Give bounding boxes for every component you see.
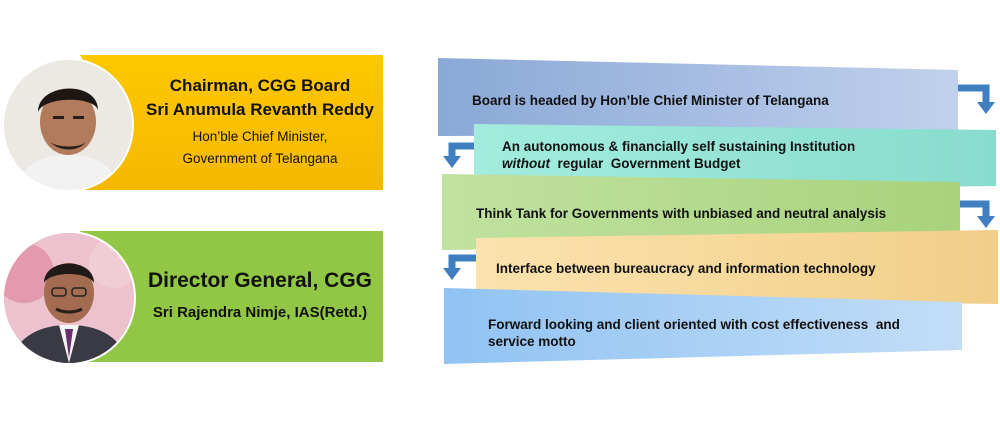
arrow-left-down-icon-2 [448, 142, 474, 158]
flow-item-5: Forward looking and client oriented with… [488, 316, 900, 350]
chairman-role-line1: Hon’ble Chief Minister, [192, 129, 328, 144]
flow-item-5-line2: service motto [488, 334, 576, 349]
flow-item-4: Interface between bureaucracy and inform… [496, 261, 876, 276]
flow-item-3: Think Tank for Governments with unbiased… [476, 206, 887, 221]
director-name: Sri Rajendra Nimje, IAS(Retd.) [152, 304, 368, 321]
flow-item-2-line1: An autonomous & financially self sustain… [502, 139, 856, 154]
flow-bands [438, 58, 998, 364]
director-card-bg [80, 231, 383, 362]
flow-item-2-line2: regular Government Budget [549, 156, 741, 171]
chairman-role-line2: Government of Telangana [182, 151, 338, 166]
portrait-icon [4, 233, 134, 363]
arrow-right-down-icon-1 [958, 84, 990, 104]
director-title: Director General, CGG [147, 269, 373, 292]
flow-band-3 [442, 174, 960, 250]
leader-card-director-general: Director General, CGG Sri Rajendra Nimje… [0, 228, 385, 365]
flow-item-1: Board is headed by Hon’ble Chief Ministe… [472, 93, 829, 108]
chairman-avatar [2, 58, 134, 192]
chairman-card-bg [80, 55, 383, 190]
flow-band-5 [444, 288, 962, 364]
arrow-left-down-icon-4 [448, 254, 476, 270]
flow-band-1 [438, 58, 958, 136]
portrait-icon [4, 60, 132, 190]
flow-band-4 [476, 230, 998, 304]
flow-diagram: Board is headed by Hon’ble Chief Ministe… [430, 50, 1000, 370]
director-avatar [2, 231, 136, 365]
flow-item-5-line1: Forward looking and client oriented with… [488, 317, 900, 332]
flow-band-2 [474, 124, 996, 192]
chairman-title: Chairman, CGG Board [169, 76, 351, 95]
flow-item-2-italic: without [502, 156, 550, 171]
leader-card-chairman: Chairman, CGG Board Sri Anumula Revanth … [0, 55, 385, 192]
flow-item-2: An autonomous & financially self sustain… [502, 138, 855, 172]
arrow-right-down-icon-3 [960, 200, 990, 218]
chairman-name: Sri Anumula Revanth Reddy [146, 100, 374, 119]
